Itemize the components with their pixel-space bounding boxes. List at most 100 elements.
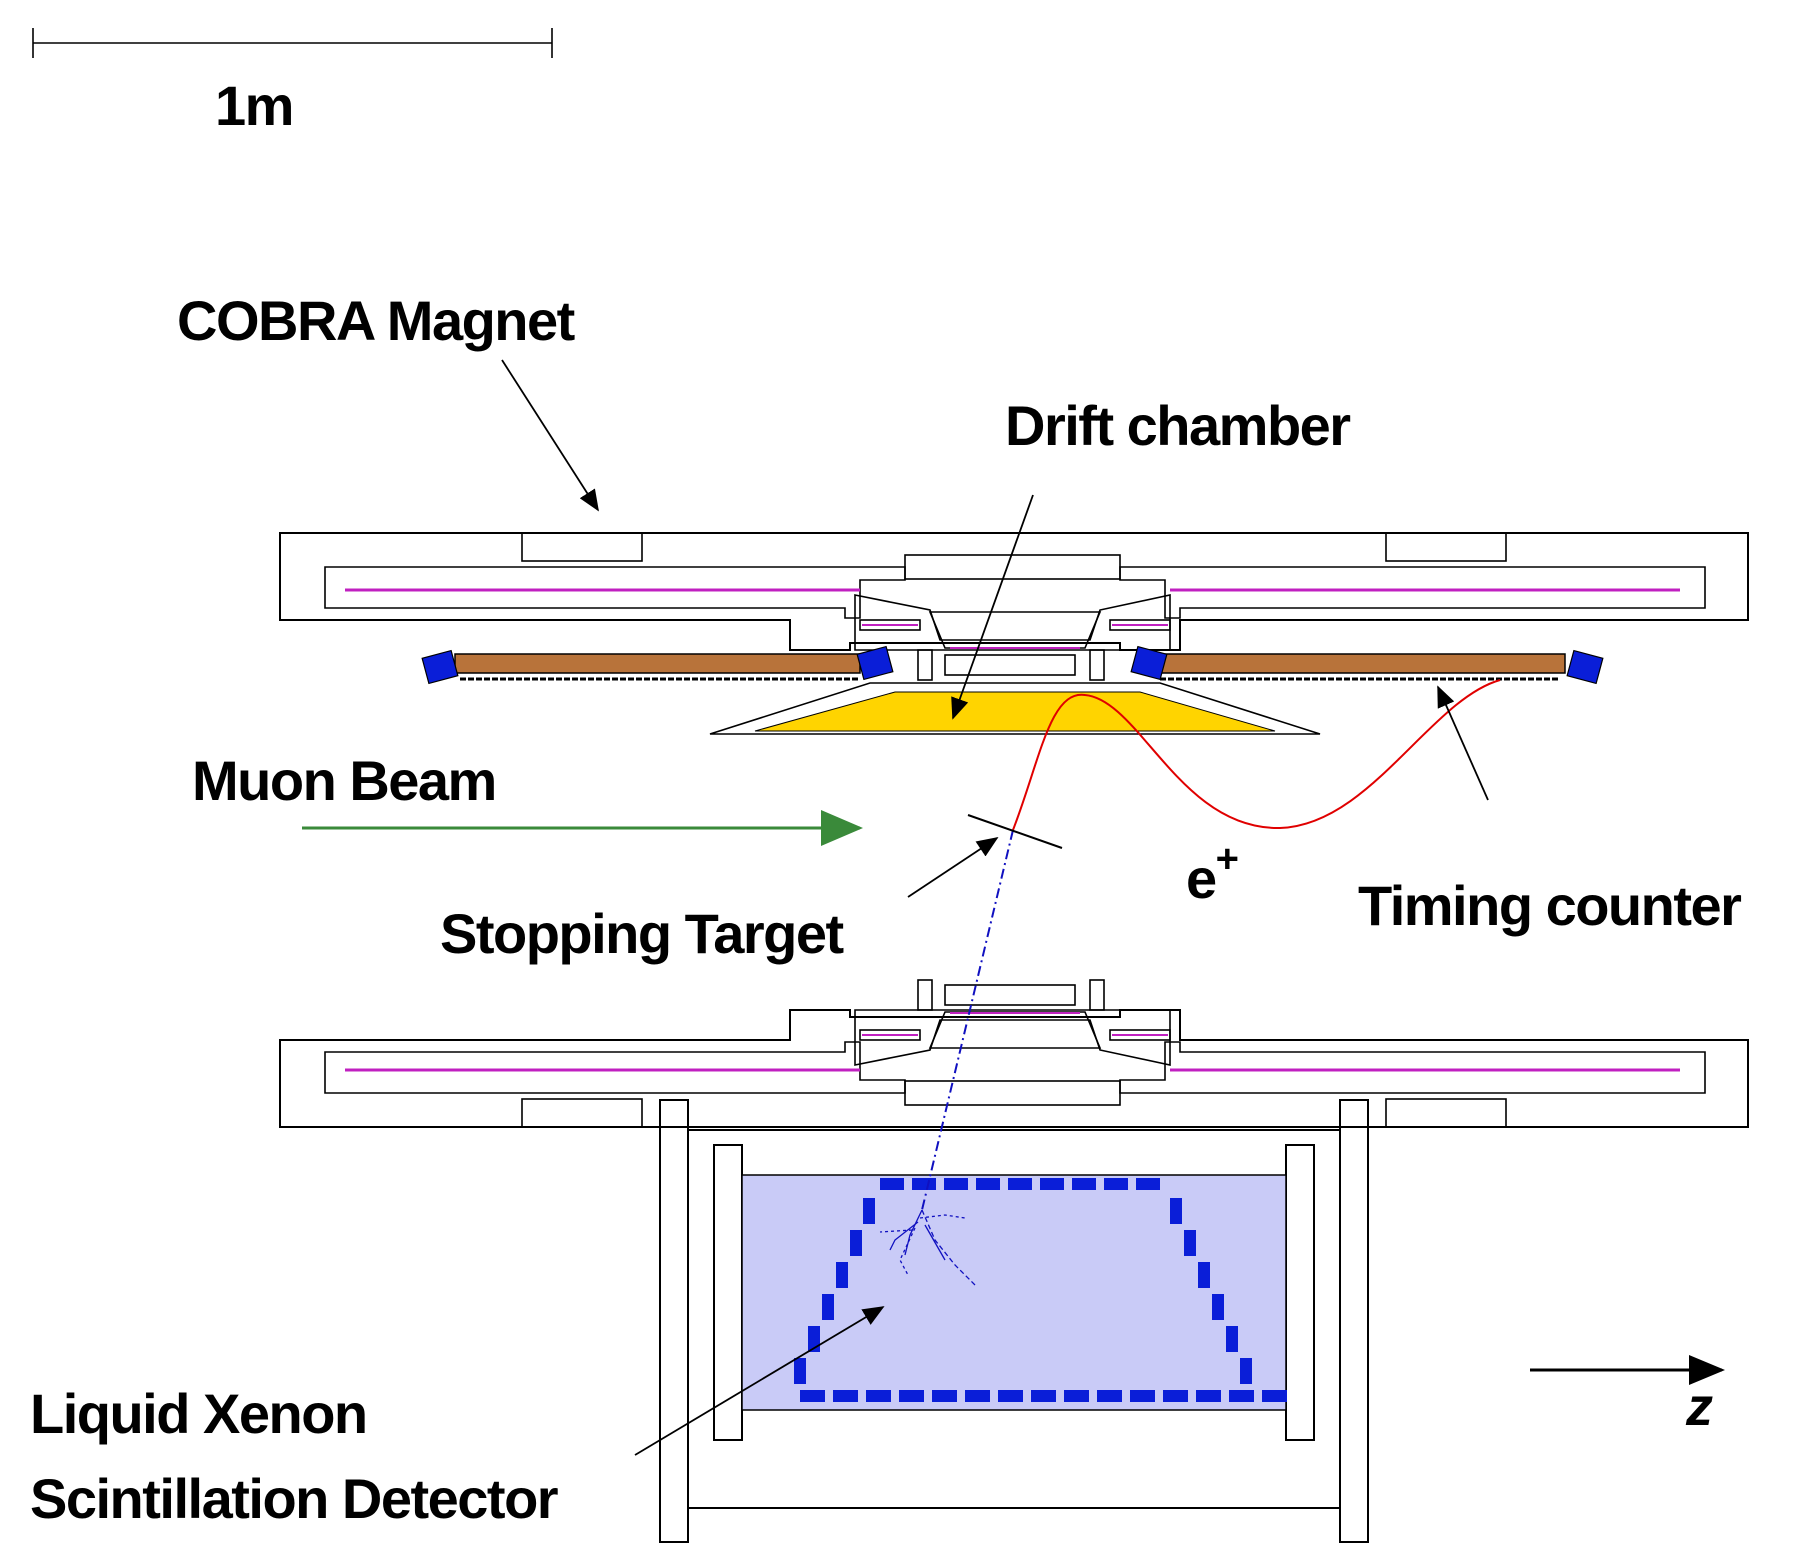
lxe-pmt (836, 1262, 848, 1288)
lxe-pmt (833, 1390, 858, 1402)
magnet-lower-flange-right (1385, 1098, 1507, 1128)
lxe-pmt (1198, 1262, 1210, 1288)
shower-branch-1 (904, 1209, 923, 1256)
lxe-volume (741, 1174, 1287, 1411)
shower-branch-4 (919, 1214, 966, 1219)
magnet-lower-center-coil-housing (854, 1009, 1171, 1066)
lxe-pmt (912, 1178, 936, 1190)
stopping-target (967, 814, 1063, 849)
lxe-pmt (1104, 1178, 1128, 1190)
lxe-pmt (850, 1230, 862, 1256)
lxe-pmt (866, 1390, 891, 1402)
lxe-support-right (1339, 1099, 1369, 1543)
shower-branch-3 (889, 1221, 919, 1251)
particle-tracks (879, 679, 1501, 1286)
lxe-pmt (1184, 1230, 1196, 1256)
lxe-flange-left (713, 1144, 743, 1441)
lxe-pmt (976, 1178, 1000, 1190)
label-positron: e+ (1186, 837, 1238, 910)
magnet-lower-center-right-coil (1109, 1029, 1171, 1041)
drift-chamber-volume (754, 691, 1276, 732)
magnet-lower-center-coil (928, 1011, 1102, 1049)
lxe-pmt (1226, 1326, 1238, 1352)
magnet-upper-center-right-coil (1109, 619, 1171, 631)
magnet-lower-center-plate (904, 1080, 1121, 1106)
lxe-pmt (1040, 1178, 1064, 1190)
lxe-pmt (1136, 1178, 1160, 1190)
lxe-pmt (944, 1178, 968, 1190)
leader-drift-chamber (951, 494, 1034, 720)
lxe-pmt (1170, 1198, 1182, 1224)
timing-pmt-outer-left (421, 649, 459, 685)
lxe-pmt (1072, 1178, 1096, 1190)
label-z-axis: z (1685, 1377, 1713, 1437)
lxe-pmt (1008, 1178, 1032, 1190)
lxe-pmt (800, 1390, 825, 1402)
lxe-pmt (998, 1390, 1023, 1402)
cobra-magnet-lower (279, 979, 1749, 1128)
label-lxe-line1: Liquid Xenon (30, 1382, 367, 1445)
magnet-upper-center-coil-housing (854, 594, 1171, 651)
label-drift-chamber: Drift chamber (1005, 394, 1350, 457)
label-positron-superscript: + (1216, 837, 1238, 881)
magnet-upper-inner-right (1119, 566, 1706, 619)
magnet-lower-post-left (917, 979, 933, 1011)
leader-timing-counter (1437, 685, 1489, 801)
lxe-pmt (1163, 1390, 1188, 1402)
timing-pmt-outer-right (1566, 649, 1604, 685)
scale-bar: 1m (32, 28, 553, 137)
label-timing-counter: Timing counter (1358, 874, 1741, 937)
lxe-pmt (899, 1390, 924, 1402)
lxe-pmt (1262, 1390, 1287, 1402)
magnet-lower-center-left-coil (859, 1029, 921, 1041)
lxe-pmt (1031, 1390, 1056, 1402)
lxe-pmt (794, 1358, 806, 1384)
timing-pmt-inner-left (856, 645, 894, 681)
leader-cobra-magnet (501, 359, 599, 512)
lxe-pmt (822, 1294, 834, 1320)
gamma-track (921, 829, 1014, 1211)
lxe-pmt (932, 1390, 957, 1402)
timing-bar-left (454, 653, 861, 674)
lxe-pmt (1196, 1390, 1221, 1402)
lxe-pmt (1130, 1390, 1155, 1402)
cobra-magnet-upper (279, 532, 1749, 681)
label-positron-base: e (1186, 847, 1216, 910)
lxe-support-left (659, 1099, 689, 1543)
label-muon-beam: Muon Beam (192, 749, 496, 812)
magnet-lower-inner-left (324, 1041, 906, 1094)
label-stopping-target: Stopping Target (440, 902, 843, 965)
lxe-flange-right (1285, 1144, 1315, 1441)
lxe-pmt (863, 1198, 875, 1224)
magnet-upper-center-lower-block (944, 654, 1076, 676)
magnet-upper-center-plate (904, 554, 1121, 580)
magnet-upper-center-left-coil (859, 619, 921, 631)
magnet-upper-flange-right (1385, 532, 1507, 562)
lxe-pmt (965, 1390, 990, 1402)
magnet-upper-center-coil (928, 611, 1102, 649)
magnet-upper-outer-shell (279, 532, 1749, 651)
lxe-pmt (1097, 1390, 1122, 1402)
magnet-lower-flange-left (521, 1098, 643, 1128)
lxe-pmt (1240, 1358, 1252, 1384)
leader-lxe (634, 1306, 885, 1456)
magnet-lower-center-upper-block (944, 984, 1076, 1006)
label-cobra-magnet: COBRA Magnet (177, 289, 575, 352)
lxe-pmt (1064, 1390, 1089, 1402)
shower-branch-6 (879, 1229, 913, 1233)
magnet-lower-outer-shell (279, 1009, 1749, 1128)
lxe-pmt (1212, 1294, 1224, 1320)
shower-branch-2 (921, 1209, 976, 1286)
leader-stopping-target (907, 837, 999, 898)
magnet-upper-post-right (1089, 649, 1105, 681)
timing-bar-right (1159, 653, 1566, 674)
timing-pmt-inner-right (1130, 645, 1168, 681)
lxe-detector (659, 1099, 1369, 1543)
magnet-lower-post-right (1089, 979, 1105, 1011)
timing-counters (421, 645, 1604, 685)
lxe-outer-cryostat (687, 1129, 1341, 1509)
shower-branch-7 (924, 1224, 946, 1261)
scale-bar-label: 1m (215, 74, 293, 137)
lxe-pmt (1229, 1390, 1254, 1402)
